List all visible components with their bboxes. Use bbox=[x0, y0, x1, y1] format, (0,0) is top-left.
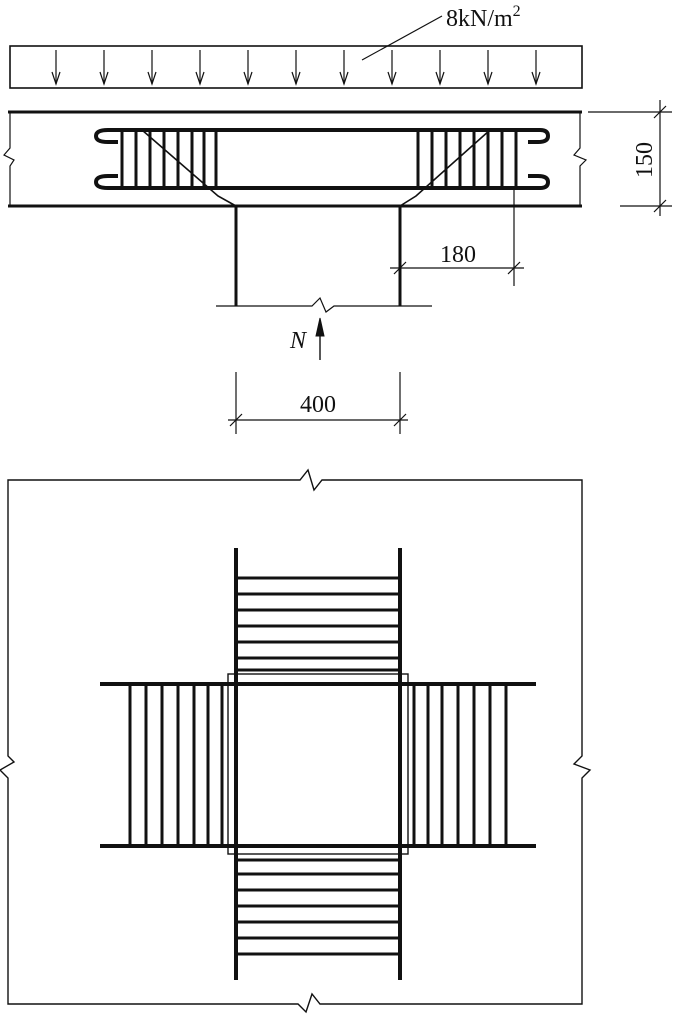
stirrups-east bbox=[412, 684, 508, 846]
load-arrow-head bbox=[243, 71, 253, 86]
slab-section bbox=[3, 110, 588, 208]
load-arrows bbox=[51, 50, 541, 86]
column-width-label: 400 bbox=[300, 392, 336, 418]
break-line-right bbox=[573, 112, 588, 206]
plan-view bbox=[0, 468, 592, 1014]
stirrups-south bbox=[236, 858, 400, 956]
stirrups-west bbox=[128, 684, 224, 846]
slab-plan-outline bbox=[0, 468, 592, 1014]
load-arrow-head bbox=[387, 71, 397, 86]
column-width-dimension bbox=[228, 372, 408, 434]
stirrups-left bbox=[120, 130, 218, 188]
section-view bbox=[3, 15, 672, 434]
load-arrow-head bbox=[147, 71, 157, 86]
distributed-load bbox=[9, 15, 583, 89]
column-break-line bbox=[216, 296, 432, 313]
thickness-label: 150 bbox=[632, 142, 658, 178]
anchor-dimension bbox=[390, 188, 524, 286]
ew-main-bars bbox=[100, 682, 536, 848]
column bbox=[234, 206, 402, 306]
anchor-length-label: 180 bbox=[440, 242, 476, 268]
load-arrow-head bbox=[291, 71, 301, 86]
axial-force-arrow bbox=[315, 317, 325, 360]
longitudinal-bars bbox=[93, 128, 551, 190]
column-outline bbox=[227, 673, 409, 855]
load-arrow-head bbox=[339, 71, 349, 86]
break-line-left bbox=[3, 112, 15, 206]
load-arrow-head bbox=[51, 71, 61, 86]
punching-cone-lines bbox=[141, 129, 491, 207]
column-hidden-outline bbox=[235, 683, 401, 847]
load-arrow-head bbox=[195, 71, 205, 86]
load-label: 8kN/m2 bbox=[446, 3, 521, 32]
axial-force-label: N bbox=[289, 328, 308, 354]
ns-main-bars bbox=[234, 548, 402, 980]
thickness-dimension bbox=[588, 100, 672, 216]
load-arrow-head bbox=[99, 71, 109, 86]
load-leader-line bbox=[361, 15, 443, 61]
stirrups-right bbox=[416, 130, 518, 188]
stirrups-north bbox=[236, 576, 400, 672]
load-arrow-head bbox=[531, 71, 541, 86]
load-arrow-head bbox=[483, 71, 493, 86]
load-arrow-head bbox=[435, 71, 445, 86]
